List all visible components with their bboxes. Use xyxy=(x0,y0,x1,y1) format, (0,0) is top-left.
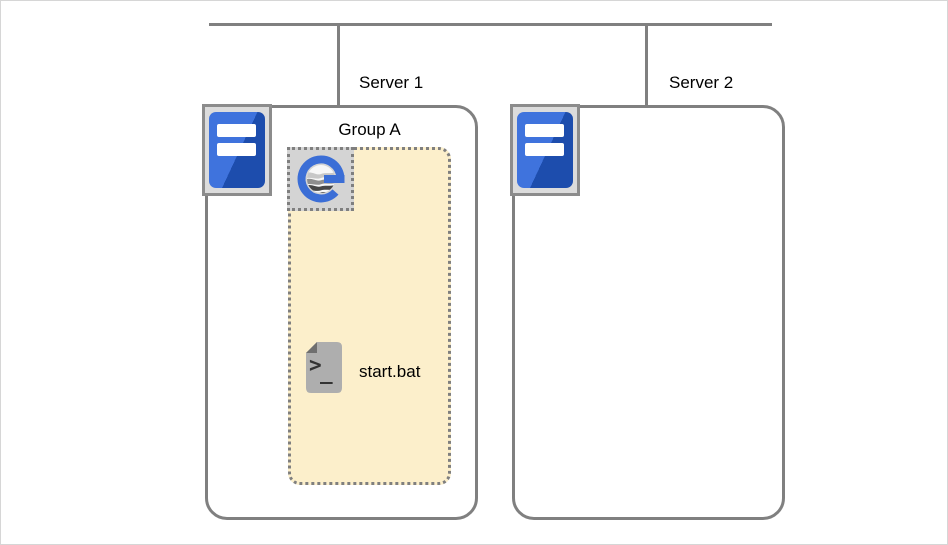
server2-drop-line xyxy=(645,23,648,107)
server1-tower-icon xyxy=(202,104,272,196)
genexus-logo-icon xyxy=(297,155,344,203)
batch-file-icon: > _ xyxy=(306,342,342,393)
server2-label: Server 2 xyxy=(669,73,734,92)
server2-tower-icon xyxy=(510,104,580,196)
network-bus-line xyxy=(209,23,772,26)
server-tower-graphic xyxy=(209,112,265,188)
group-a-label: Group A xyxy=(338,120,401,139)
batch-file-label: start.bat xyxy=(359,362,421,381)
tower-slot-bar xyxy=(525,124,564,137)
tower-slot-bar xyxy=(525,143,564,156)
cursor-glyph: _ xyxy=(320,360,333,384)
prompt-glyph: > xyxy=(309,353,322,377)
server-tower-graphic xyxy=(517,112,573,188)
tower-slot-bar xyxy=(217,124,256,137)
server1-drop-line xyxy=(337,23,340,107)
tower-slot-bar xyxy=(217,143,256,156)
genexus-logo-box xyxy=(287,147,354,211)
server1-label: Server 1 xyxy=(359,73,424,92)
